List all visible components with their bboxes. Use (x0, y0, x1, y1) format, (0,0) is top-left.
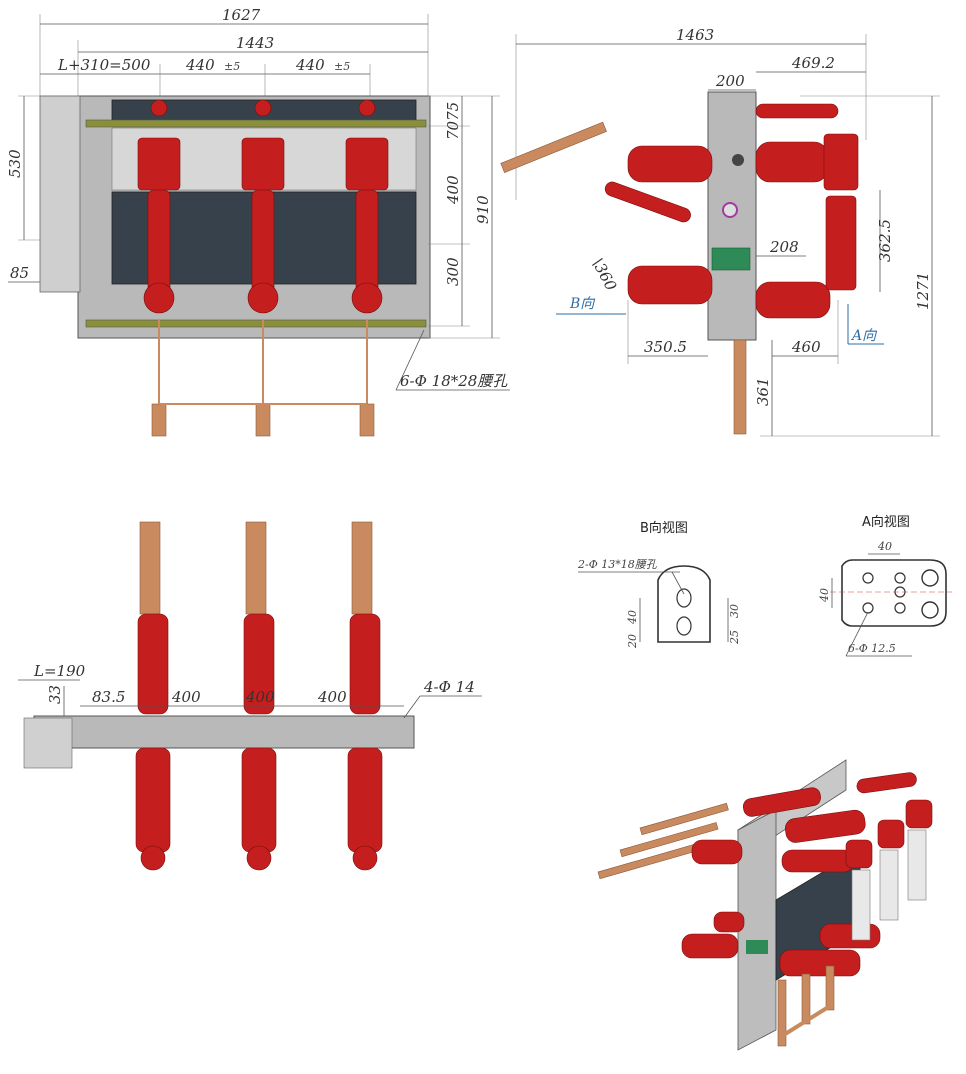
a-hole-7 (921, 601, 939, 619)
b-dim-30: 30 (728, 604, 741, 618)
front-left-offset: L+310=500 (57, 56, 151, 74)
a-hole-note: 6-Φ 12.5 (848, 642, 896, 655)
b-direction-label: B向 (569, 296, 596, 312)
lower-shaft (85, 319, 427, 328)
iso-insulators (681, 772, 933, 977)
front-overall-width: 1627 (222, 6, 261, 24)
a-hole-1 (862, 572, 874, 584)
top-offset-33: 33 (46, 685, 64, 704)
spring-indicator (722, 202, 738, 218)
phase-a (137, 99, 181, 437)
fuse-tube (825, 195, 857, 291)
top-pitch-1: 400 (171, 688, 201, 706)
left-lower-insulator (627, 265, 713, 305)
front-left-bottom: 85 (10, 264, 29, 282)
b-terminal-outline (657, 565, 711, 643)
b-dim-20: 20 (626, 634, 639, 649)
detail-a-title: A向视图 (862, 514, 910, 530)
front-view: 1627 1443 L+310=500 440 ±5 440 ±5 530 85 (6, 6, 510, 437)
top-l-dim: L=190 (33, 662, 86, 680)
operating-rod (733, 339, 747, 435)
detail-a: A向视图 40 40 6-Φ 12.5 (818, 514, 952, 657)
b-hole-note: 2-Φ 13*18腰孔 (577, 558, 658, 571)
front-lower: 300 (444, 257, 462, 286)
side-blade-angle: \360 (588, 255, 620, 294)
front-pitch-2-tol: ±5 (334, 60, 350, 73)
front-pitch-1-tol: ±5 (224, 60, 240, 73)
front-middle: 400 (444, 175, 462, 205)
top-hole-note: 4-Φ 14 (423, 678, 475, 696)
side-bottom-right: 460 (791, 338, 821, 356)
iso-side-panel (737, 809, 777, 1051)
phase-b (241, 99, 285, 437)
top-mechanism (23, 717, 73, 769)
a-terminal-outline (841, 559, 947, 627)
top-pitch-3: 400 (317, 688, 347, 706)
b-dim-40: 40 (626, 610, 639, 625)
iso-fuses (851, 829, 927, 941)
top-phase-c (347, 521, 383, 871)
upper-insulator (755, 103, 839, 119)
b-dim-25: 25 (728, 630, 741, 645)
top-phase-b (241, 521, 277, 871)
a-hole-6 (921, 569, 939, 587)
side-total-height: 1271 (914, 272, 932, 310)
a-hole-3 (894, 572, 906, 584)
side-small: 208 (769, 238, 799, 256)
a-dim-40-top: 40 (877, 540, 892, 553)
front-hole-note: 6-Φ 18*28腰孔 (400, 372, 508, 390)
iso-circuit-board (746, 940, 768, 954)
front-inner-width: 1443 (236, 34, 274, 52)
front-top-small: 7075 (444, 102, 462, 140)
top-phase-a (135, 521, 171, 871)
iso-blades (597, 802, 729, 880)
front-left-height: 530 (6, 149, 24, 178)
a-hole-5 (894, 602, 906, 614)
side-bottom-left: 350.5 (644, 338, 687, 356)
grounding-blade (500, 121, 607, 174)
side-top-right: 469.2 (791, 54, 835, 72)
blade-insulator (604, 181, 691, 223)
left-upper-insulator (627, 145, 713, 183)
mechanism-box (39, 95, 81, 293)
top-view: L=190 33 83.5 400 400 400 4-Φ 14 (18, 521, 482, 871)
a-direction-label: A向 (850, 328, 878, 344)
side-bottom-drop: 361 (754, 377, 772, 406)
front-pitch-1: 440 (185, 56, 215, 74)
fuse-head (823, 133, 859, 191)
side-overall-width: 1463 (676, 26, 714, 44)
top-pitch-2: 400 (245, 688, 275, 706)
front-pitch-2: 440 (295, 56, 325, 74)
b-slot-hole-lower (676, 616, 692, 636)
b-slot-hole-upper (676, 588, 692, 608)
side-view: 1463 200 469.2 208 \360 362.5 1271 35 (500, 26, 940, 437)
phase-c (345, 99, 389, 437)
a-hole-2 (862, 602, 874, 614)
top-offset-83: 83.5 (92, 688, 125, 706)
indicator-knob (732, 154, 744, 166)
right-lower-insulator (755, 281, 831, 319)
upper-shaft (85, 119, 427, 128)
detail-b: B向视图 2-Φ 13*18腰孔 40 20 30 25 (577, 520, 741, 649)
top-frame (33, 715, 415, 749)
front-total-height: 910 (474, 195, 492, 224)
isometric-view (597, 759, 933, 1051)
side-fuse-height: 362.5 (876, 219, 894, 262)
a-dim-40-side: 40 (818, 588, 831, 603)
right-upper-insulator (755, 141, 829, 183)
iso-earthing-rods (777, 965, 835, 1047)
circuit-board (711, 247, 751, 271)
detail-b-title: B向视图 (640, 520, 688, 536)
side-panel-width: 200 (715, 72, 745, 90)
